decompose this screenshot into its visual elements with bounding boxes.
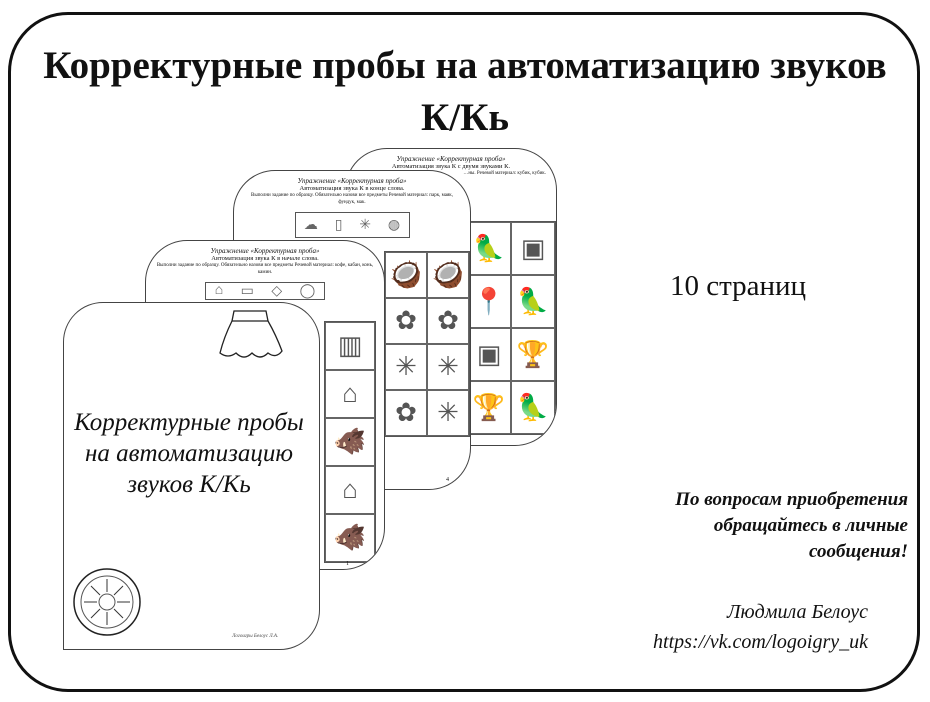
shop-icon: ⌂ [325,370,375,418]
pin-icon: 📍 [467,275,511,328]
fireplace-icon: ▥ [325,322,375,370]
cube-icon: ▣ [511,222,555,275]
page-instruction: Выполни задание по образцу. Обязательно … [251,193,453,205]
picture-grid: 🦜▣ 📍🦜 ▣🏆 🏆🦜 [466,221,556,435]
rounded-frame [8,12,920,692]
nut-icon: 🥥 [385,252,427,298]
kiwi-icon [73,568,141,636]
boar-icon: 🐗 [325,418,375,466]
parrot-icon: 🦜 [511,275,555,328]
poppy-icon: ✿ [427,298,469,344]
palm-icon: ✳ [427,390,469,436]
palm-icon: ✳ [385,344,427,390]
pages-count: 10 страниц [670,270,807,302]
page-instruction: Выполни задание по образцу. Обязательно … [156,263,374,275]
sample-row: ☁▯✳◍ [294,212,410,238]
author-name: Людмила Белоус [727,601,868,623]
page-instruction: …ны. Речевой материал: кубик, кубик. [463,171,546,176]
poppy-icon: ✿ [385,390,427,436]
page-heading: Упражнение «Корректурная проба» [396,155,506,163]
page-subtitle: Автоматизация звука К с двумя звуками К. [391,163,511,170]
contact-line: По вопросам приобретения [675,489,908,510]
main-title: Корректурные пробы на автоматизацию звук… [43,44,887,139]
cover-page: Корректурные пробы на автоматизацию звук… [63,302,320,650]
boar-icon: 🐗 [325,514,375,562]
page-subtitle: Автоматизация звука К в начале слова. [211,255,319,262]
contact-note: По вопросам приобретения обращайтесь в л… [675,487,908,565]
page-subtitle: Автоматизация звука К в конце слова. [299,185,405,192]
contact-line: сообщения! [809,541,908,562]
cover-title: Корректурные пробы на автоматизацию звук… [74,409,304,498]
palm-icon: ✳ [427,344,469,390]
cube-icon: ▣ [467,328,511,381]
shop-icon: ⌂ [325,466,375,514]
parrot-icon: 🦜 [467,222,511,275]
contact-line: обращайтесь в личные [713,515,908,536]
page-heading: Упражнение «Корректурная проба» [210,247,320,255]
page-number: 4 [446,477,449,483]
cup-icon: 🏆 [511,328,555,381]
page-number: 7 [545,433,548,439]
parrot-icon: 🦜 [511,381,555,434]
page-number: 1 [346,561,349,567]
author-link[interactable]: https://vk.com/logoigry_uk [653,631,868,653]
page-heading: Упражнение «Корректурная проба» [297,177,407,185]
skirt-icon [219,310,283,358]
picture-grid: ▥ ⌂ 🐗 ⌂ 🐗 [324,321,376,563]
sample-row: ⌂▭◇◯ [205,282,325,300]
nut-icon: 🥥 [427,252,469,298]
cup-icon: 🏆 [467,381,511,434]
cover-signature: Логоигры Белоус Л.А. [232,634,279,639]
poppy-icon: ✿ [385,298,427,344]
picture-grid: 🥥🥥 ✿✿ ✳✳ ✿✳ [384,251,470,437]
author-block: Людмила Белоус https://vk.com/logoigry_u… [653,597,868,657]
